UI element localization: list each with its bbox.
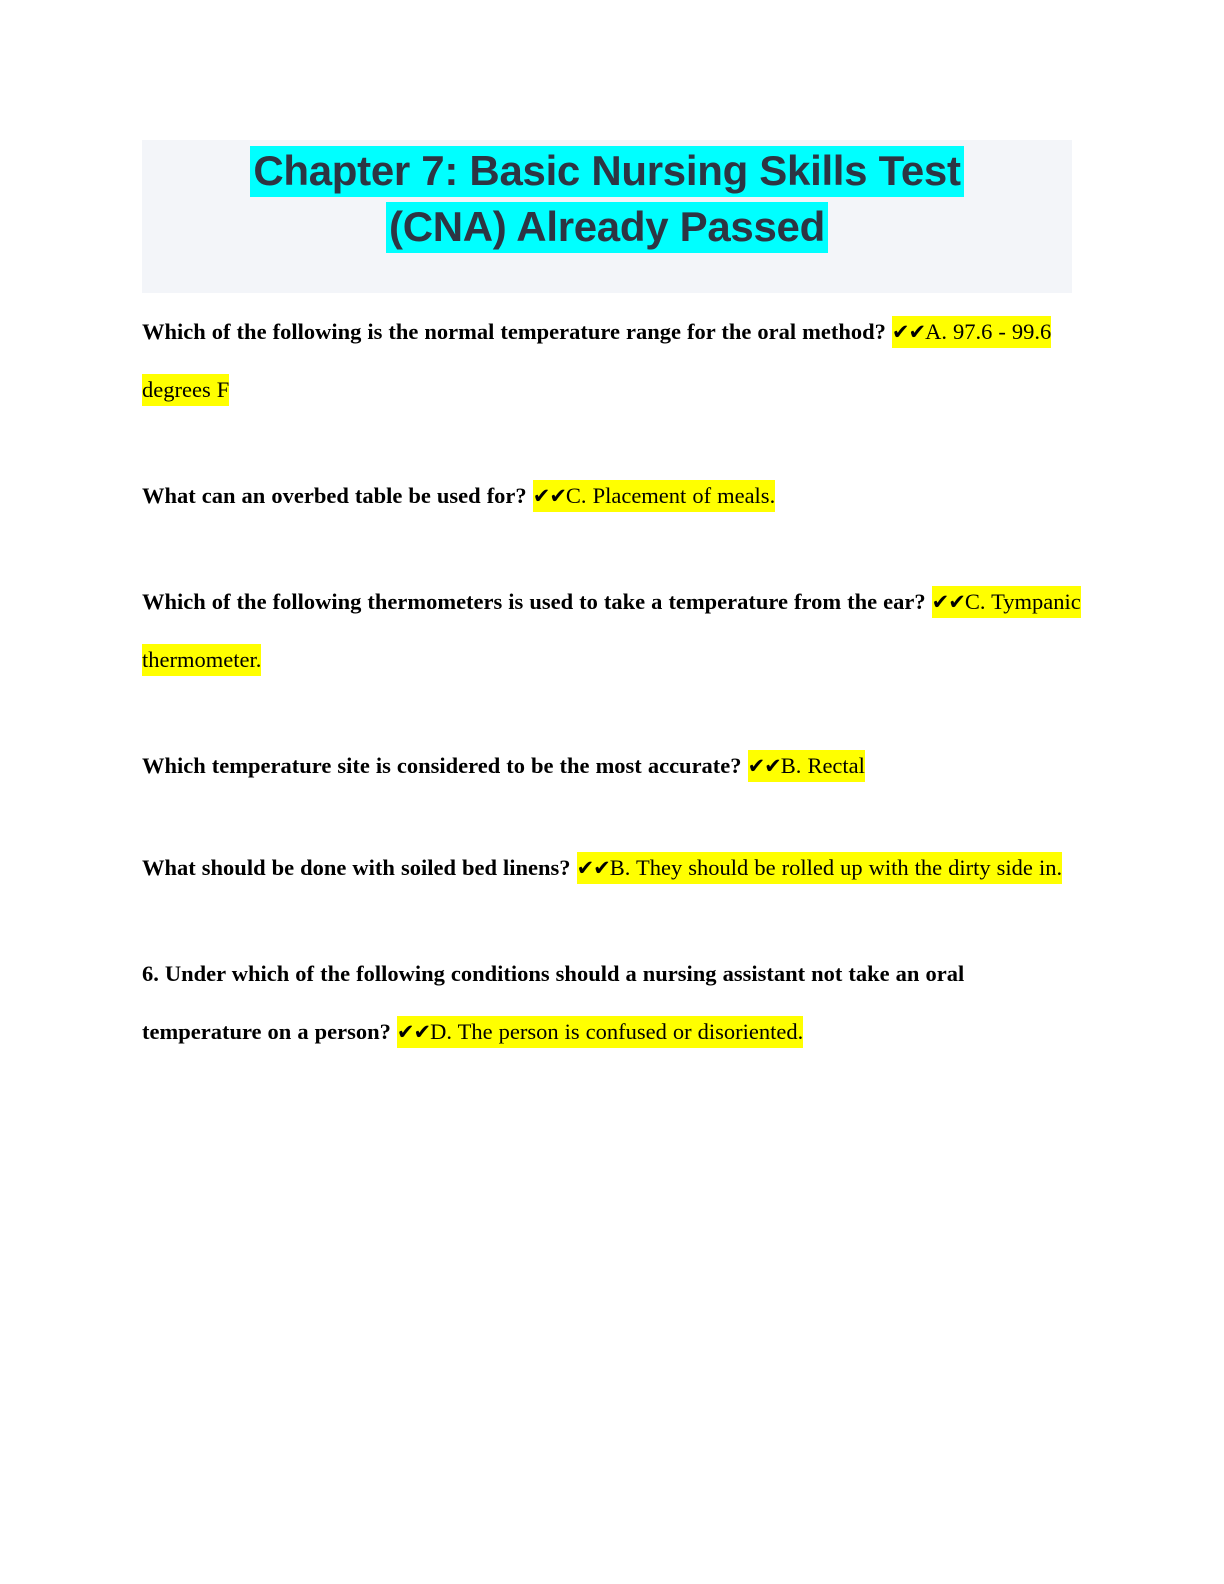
question-text-6: 6. Under which of the following conditio…	[142, 961, 965, 1044]
question-item-3: Which of the following thermometers is u…	[142, 573, 1084, 689]
answer-text-6: D. The person is confused or disoriented…	[430, 1019, 804, 1044]
question-text-2: What can an overbed table be used for?	[142, 483, 527, 508]
check-icon: ✔✔	[396, 1020, 431, 1044]
answer-text-3: C. Tympanic thermometer.	[142, 589, 1081, 672]
check-icon: ✔✔	[532, 484, 567, 508]
question-item-5: What should be done with soiled bed line…	[142, 839, 1084, 897]
question-text-1: Which of the following is the normal tem…	[142, 319, 886, 344]
check-icon: ✔✔	[891, 320, 926, 344]
question-list: Which of the following is the normal tem…	[142, 303, 1084, 1061]
question-item-2: What can an overbed table be used for? ✔…	[142, 467, 1084, 525]
question-line: What should be done with soiled bed line…	[142, 839, 1084, 897]
question-item-1: Which of the following is the normal tem…	[142, 303, 1084, 419]
answer-text-5: B. They should be rolled up with the dir…	[609, 855, 1063, 880]
question-text-4: Which temperature site is considered to …	[142, 753, 742, 778]
question-line: Which of the following is the normal tem…	[142, 303, 1084, 419]
question-line: Which temperature site is considered to …	[142, 737, 1084, 795]
check-icon: ✔✔	[747, 754, 782, 778]
check-icon: ✔✔	[576, 856, 611, 880]
document-title-line-1-text: Chapter 7: Basic Nursing Skills Test	[250, 146, 964, 197]
document-title-line-2: (CNA) Already Passed	[142, 199, 1072, 255]
check-icon: ✔✔	[931, 590, 966, 614]
question-line: 6. Under which of the following conditio…	[142, 945, 1084, 1061]
answer-highlight-2: ✔✔C. Placement of meals.	[532, 480, 776, 512]
question-item-4: Which temperature site is considered to …	[142, 737, 1084, 795]
question-text-3: Which of the following thermometers is u…	[142, 589, 926, 614]
answer-text-1: A. 97.6 - 99.6 degrees F	[142, 319, 1052, 402]
answer-highlight-5: ✔✔B. They should be rolled up with the d…	[576, 852, 1063, 884]
question-text-5: What should be done with soiled bed line…	[142, 855, 571, 880]
document-title-banner: Chapter 7: Basic Nursing Skills Test (CN…	[142, 140, 1072, 293]
answer-text-4: B. Rectal	[780, 753, 865, 778]
answer-highlight-6: ✔✔D. The person is confused or disorient…	[396, 1016, 804, 1048]
answer-highlight-4: ✔✔B. Rectal	[747, 750, 865, 782]
document-title-line-2-text: (CNA) Already Passed	[386, 202, 828, 253]
answer-text-2: C. Placement of meals.	[565, 483, 776, 508]
document-title-line-1: Chapter 7: Basic Nursing Skills Test	[142, 143, 1072, 199]
question-line: What can an overbed table be used for? ✔…	[142, 467, 1084, 525]
question-line: Which of the following thermometers is u…	[142, 573, 1084, 689]
question-item-6: 6. Under which of the following conditio…	[142, 945, 1084, 1061]
